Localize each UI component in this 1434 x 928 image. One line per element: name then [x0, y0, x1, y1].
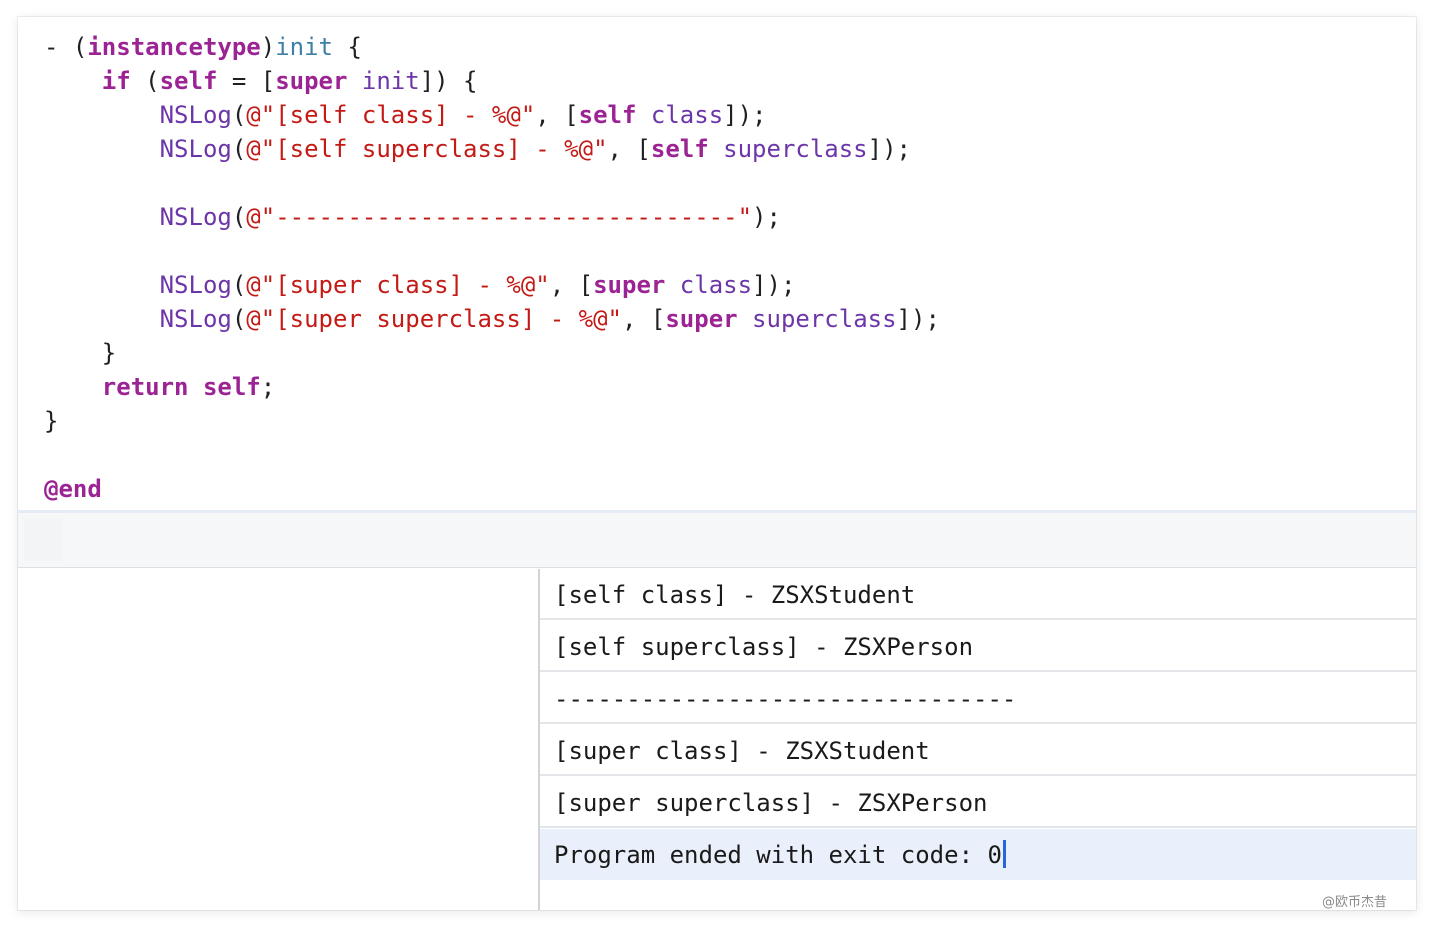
code-token: super: [665, 305, 738, 333]
code-token: [44, 271, 160, 299]
code-token: self: [650, 135, 709, 163]
code-token: @"--------------------------------": [246, 203, 753, 231]
code-token: [44, 203, 160, 231]
code-token: self: [159, 67, 218, 95]
code-line: NSLog(@"[self class] - %@", [self class]…: [44, 98, 767, 132]
console-output[interactable]: [self class] - ZSXStudent [self supercla…: [540, 569, 1416, 910]
code-token: - (: [44, 33, 88, 61]
watermark: @欧币杰昔: [1322, 895, 1388, 910]
debug-bar[interactable]: [18, 510, 1416, 568]
code-token: self: [202, 373, 261, 401]
code-token: if: [101, 67, 131, 95]
debug-area-toggle-button[interactable]: [24, 519, 62, 561]
code-token: = [: [217, 67, 276, 95]
code-token: [738, 305, 752, 333]
code-token: (: [231, 203, 247, 231]
code-token: init: [275, 33, 333, 61]
code-token: super: [593, 271, 666, 299]
console-line-text: [self superclass] - ZSXPerson: [554, 633, 974, 661]
code-token: [44, 101, 160, 129]
code-token: ]);: [867, 135, 911, 163]
code-line: }: [44, 404, 58, 438]
code-token: , [: [535, 101, 579, 129]
code-token: NSLog: [159, 135, 232, 163]
code-token: NSLog: [159, 203, 232, 231]
code-token: ): [260, 33, 276, 61]
console-line-text: [super class] - ZSXStudent: [554, 737, 930, 765]
console-line-text: [super superclass] - ZSXPerson: [554, 789, 988, 817]
code-token: ]) {: [419, 67, 478, 95]
code-token: (: [130, 67, 160, 95]
code-token: @"[self class] - %@": [246, 101, 536, 129]
console-line-current[interactable]: Program ended with exit code: 0: [540, 829, 1416, 880]
console-line: [self superclass] - ZSXPerson: [540, 621, 1416, 672]
console-line-text: [self class] - ZSXStudent: [554, 581, 916, 609]
code-token: @end: [44, 475, 102, 503]
code-line: - (instancetype)init {: [44, 30, 362, 64]
code-token: [44, 305, 160, 333]
code-token: ]);: [752, 271, 796, 299]
code-token: init: [361, 67, 420, 95]
code-line: NSLog(@"[super superclass] - %@", [super…: [44, 302, 940, 336]
code-token: self: [578, 101, 637, 129]
variables-view[interactable]: [18, 569, 538, 910]
text-cursor: [1002, 840, 1006, 868]
code-line: if (self = [super init]) {: [44, 64, 478, 98]
code-token: , [: [549, 271, 594, 299]
code-token: NSLog: [159, 101, 232, 129]
code-token: );: [752, 203, 781, 231]
code-editor[interactable]: - (instancetype)init { if (self = [super…: [18, 17, 1416, 511]
code-token: return: [101, 373, 189, 401]
console-line-text: Program ended with exit code: 0: [554, 841, 1002, 869]
code-token: [709, 135, 723, 163]
code-token: ;: [260, 373, 276, 401]
code-token: , [: [621, 305, 666, 333]
code-token: @"[super class] - %@": [246, 271, 550, 299]
code-token: (: [231, 271, 247, 299]
console-line-wrapper: Program ended with exit code: 0: [554, 838, 1006, 872]
code-token: [189, 373, 203, 401]
code-token: }: [44, 339, 117, 367]
code-token: [44, 67, 102, 95]
code-token: [636, 101, 650, 129]
console-line: [super class] - ZSXStudent: [540, 725, 1416, 776]
console-line-text: --------------------------------: [554, 685, 1017, 713]
code-token: , [: [607, 135, 651, 163]
console-line: [self class] - ZSXStudent: [540, 569, 1416, 620]
pane-splitter[interactable]: [538, 569, 540, 910]
code-token: super: [275, 67, 348, 95]
code-line: return self;: [44, 370, 275, 404]
code-token: [44, 135, 160, 163]
code-token: @"[super superclass] - %@": [246, 305, 622, 333]
code-token: }: [44, 407, 59, 435]
code-token: instancetype: [87, 33, 261, 61]
code-line: }: [44, 336, 116, 370]
code-token: [347, 67, 361, 95]
code-token: {: [333, 33, 362, 61]
code-line: NSLog(@"[self superclass] - %@", [self s…: [44, 132, 911, 166]
console-line: --------------------------------: [540, 673, 1416, 724]
code-token: superclass: [723, 135, 868, 163]
code-token: superclass: [752, 305, 897, 333]
xcode-window: - (instancetype)init { if (self = [super…: [18, 17, 1416, 910]
code-token: (: [231, 135, 247, 163]
code-token: (: [231, 305, 247, 333]
code-token: ]);: [723, 101, 767, 129]
code-token: [665, 271, 679, 299]
code-token: [44, 373, 102, 401]
code-token: NSLog: [159, 271, 232, 299]
code-token: class: [650, 101, 724, 129]
code-line: NSLog(@"--------------------------------…: [44, 200, 781, 234]
code-line: NSLog(@"[super class] - %@", [super clas…: [44, 268, 796, 302]
code-token: @"[self superclass] - %@": [246, 135, 608, 163]
code-token: ]);: [896, 305, 940, 333]
code-line: @end: [44, 472, 102, 506]
code-token: class: [679, 271, 753, 299]
console-line: [super superclass] - ZSXPerson: [540, 777, 1416, 828]
code-token: (: [231, 101, 247, 129]
code-token: NSLog: [159, 305, 232, 333]
